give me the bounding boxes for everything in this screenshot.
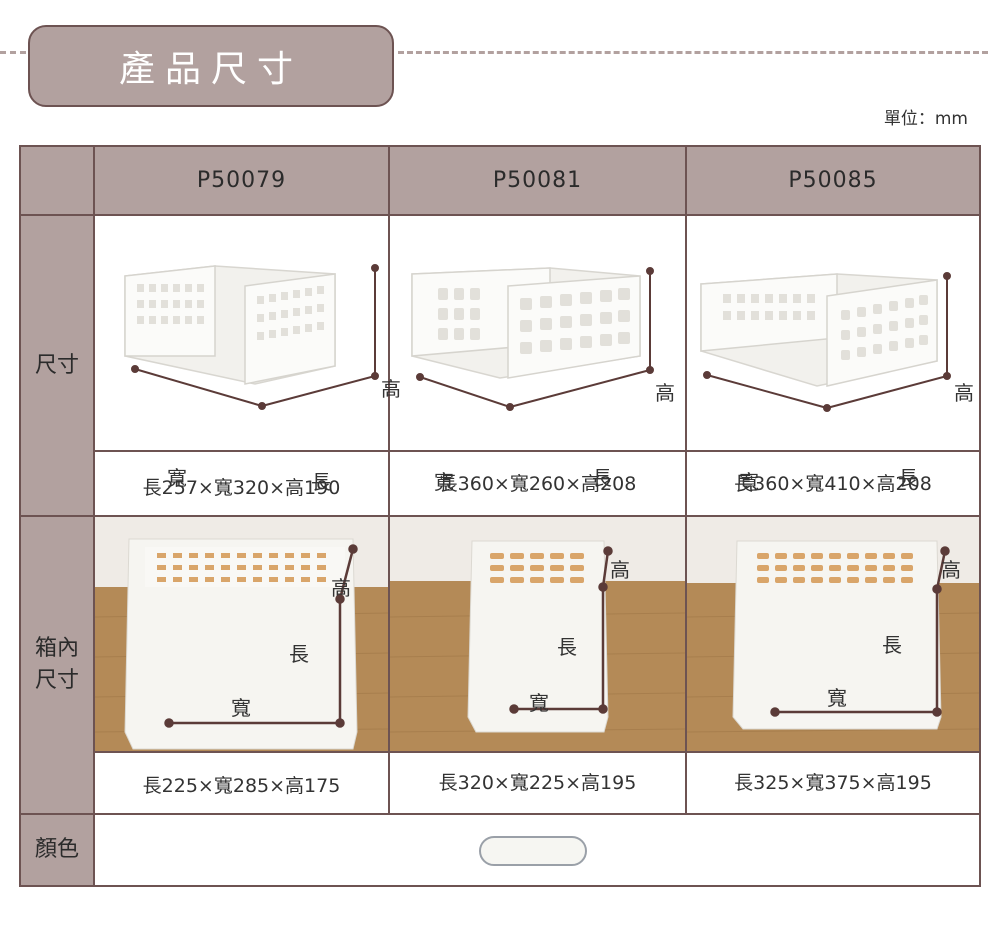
height-label: 高 — [655, 381, 675, 405]
title-dash-right — [398, 51, 988, 54]
row-label-inner: 箱內 尺寸 — [21, 517, 93, 813]
header-row — [21, 147, 979, 214]
grid-line — [21, 813, 979, 815]
inner-photo-p50085 — [687, 517, 979, 751]
inner-photo-p50081 — [390, 517, 685, 751]
model-label: P50079 — [196, 168, 287, 193]
product-image-p50081 — [411, 267, 654, 411]
section-title-pill: 產品尺寸 — [28, 25, 394, 107]
grid-line — [21, 515, 979, 517]
length-label: 長 — [898, 466, 918, 490]
width-label: 寬 — [434, 470, 454, 494]
outer-dim-cell: 長360×寬260×高208 — [390, 452, 685, 515]
inner-dimensions: 長225×寬285×高175 — [142, 775, 341, 797]
inner-dim-cell: 長325×寬375×高195 — [687, 753, 979, 813]
height-label: 高 — [954, 381, 974, 405]
white-color-swatch[interactable] — [479, 836, 587, 866]
section-title: 產品尺寸 — [118, 49, 303, 90]
length-label: 長 — [882, 633, 902, 657]
model-label: P50081 — [492, 168, 583, 193]
length-label: 長 — [289, 642, 309, 666]
width-label: 寬 — [827, 686, 847, 710]
row-label-color: 顏色 — [21, 815, 93, 885]
inner-photo-p50079 — [95, 517, 388, 751]
inner-dim-cell: 長320×寬225×高195 — [390, 753, 685, 813]
header-model-3: P50085 — [687, 147, 979, 214]
height-label: 高 — [610, 558, 630, 582]
outer-dimensions: 長360×寬260×高208 — [438, 473, 637, 495]
title-dash-left — [0, 51, 26, 54]
header-model-1: P50079 — [95, 147, 388, 214]
height-label: 高 — [941, 558, 961, 582]
product-image-p50085 — [700, 272, 951, 412]
grid-line — [93, 450, 979, 452]
inner-dimensions: 長320×寬225×高195 — [438, 772, 637, 794]
length-label: 長 — [557, 635, 577, 659]
height-label: 高 — [331, 576, 351, 600]
grid-line — [685, 147, 687, 815]
width-label: 寬 — [231, 696, 251, 720]
height-label: 高 — [381, 377, 401, 401]
model-label: P50085 — [788, 168, 878, 193]
width-label: 寬 — [167, 466, 187, 490]
outer-dim-cell: 長360×寬410×高208 — [687, 452, 979, 515]
inner-dim-cell: 長225×寬285×高175 — [95, 753, 388, 813]
width-label: 寬 — [529, 691, 549, 715]
row-label-size: 尺寸 — [21, 216, 93, 515]
grid-line — [21, 214, 979, 216]
outer-dimensions: 長360×寬410×高208 — [734, 473, 932, 495]
outer-dimensions: 長257×寬320×高190 — [142, 477, 341, 499]
width-label: 寬 — [739, 470, 759, 494]
outer-dim-cell: 長257×寬320×高190 — [95, 452, 388, 515]
inner-dimensions: 長325×寬375×高195 — [734, 772, 932, 794]
grid-line — [93, 751, 979, 753]
grid-line — [388, 147, 390, 815]
length-label: 長 — [592, 466, 612, 490]
length-label: 長 — [311, 470, 331, 494]
header-model-2: P50081 — [390, 147, 685, 214]
spec-table: P50079 P50081 P50085 尺寸 箱內 尺寸 顏色 長257×寬3… — [19, 145, 981, 887]
unit-note: 單位：mm — [883, 109, 968, 129]
product-image-p50079 — [124, 264, 379, 410]
